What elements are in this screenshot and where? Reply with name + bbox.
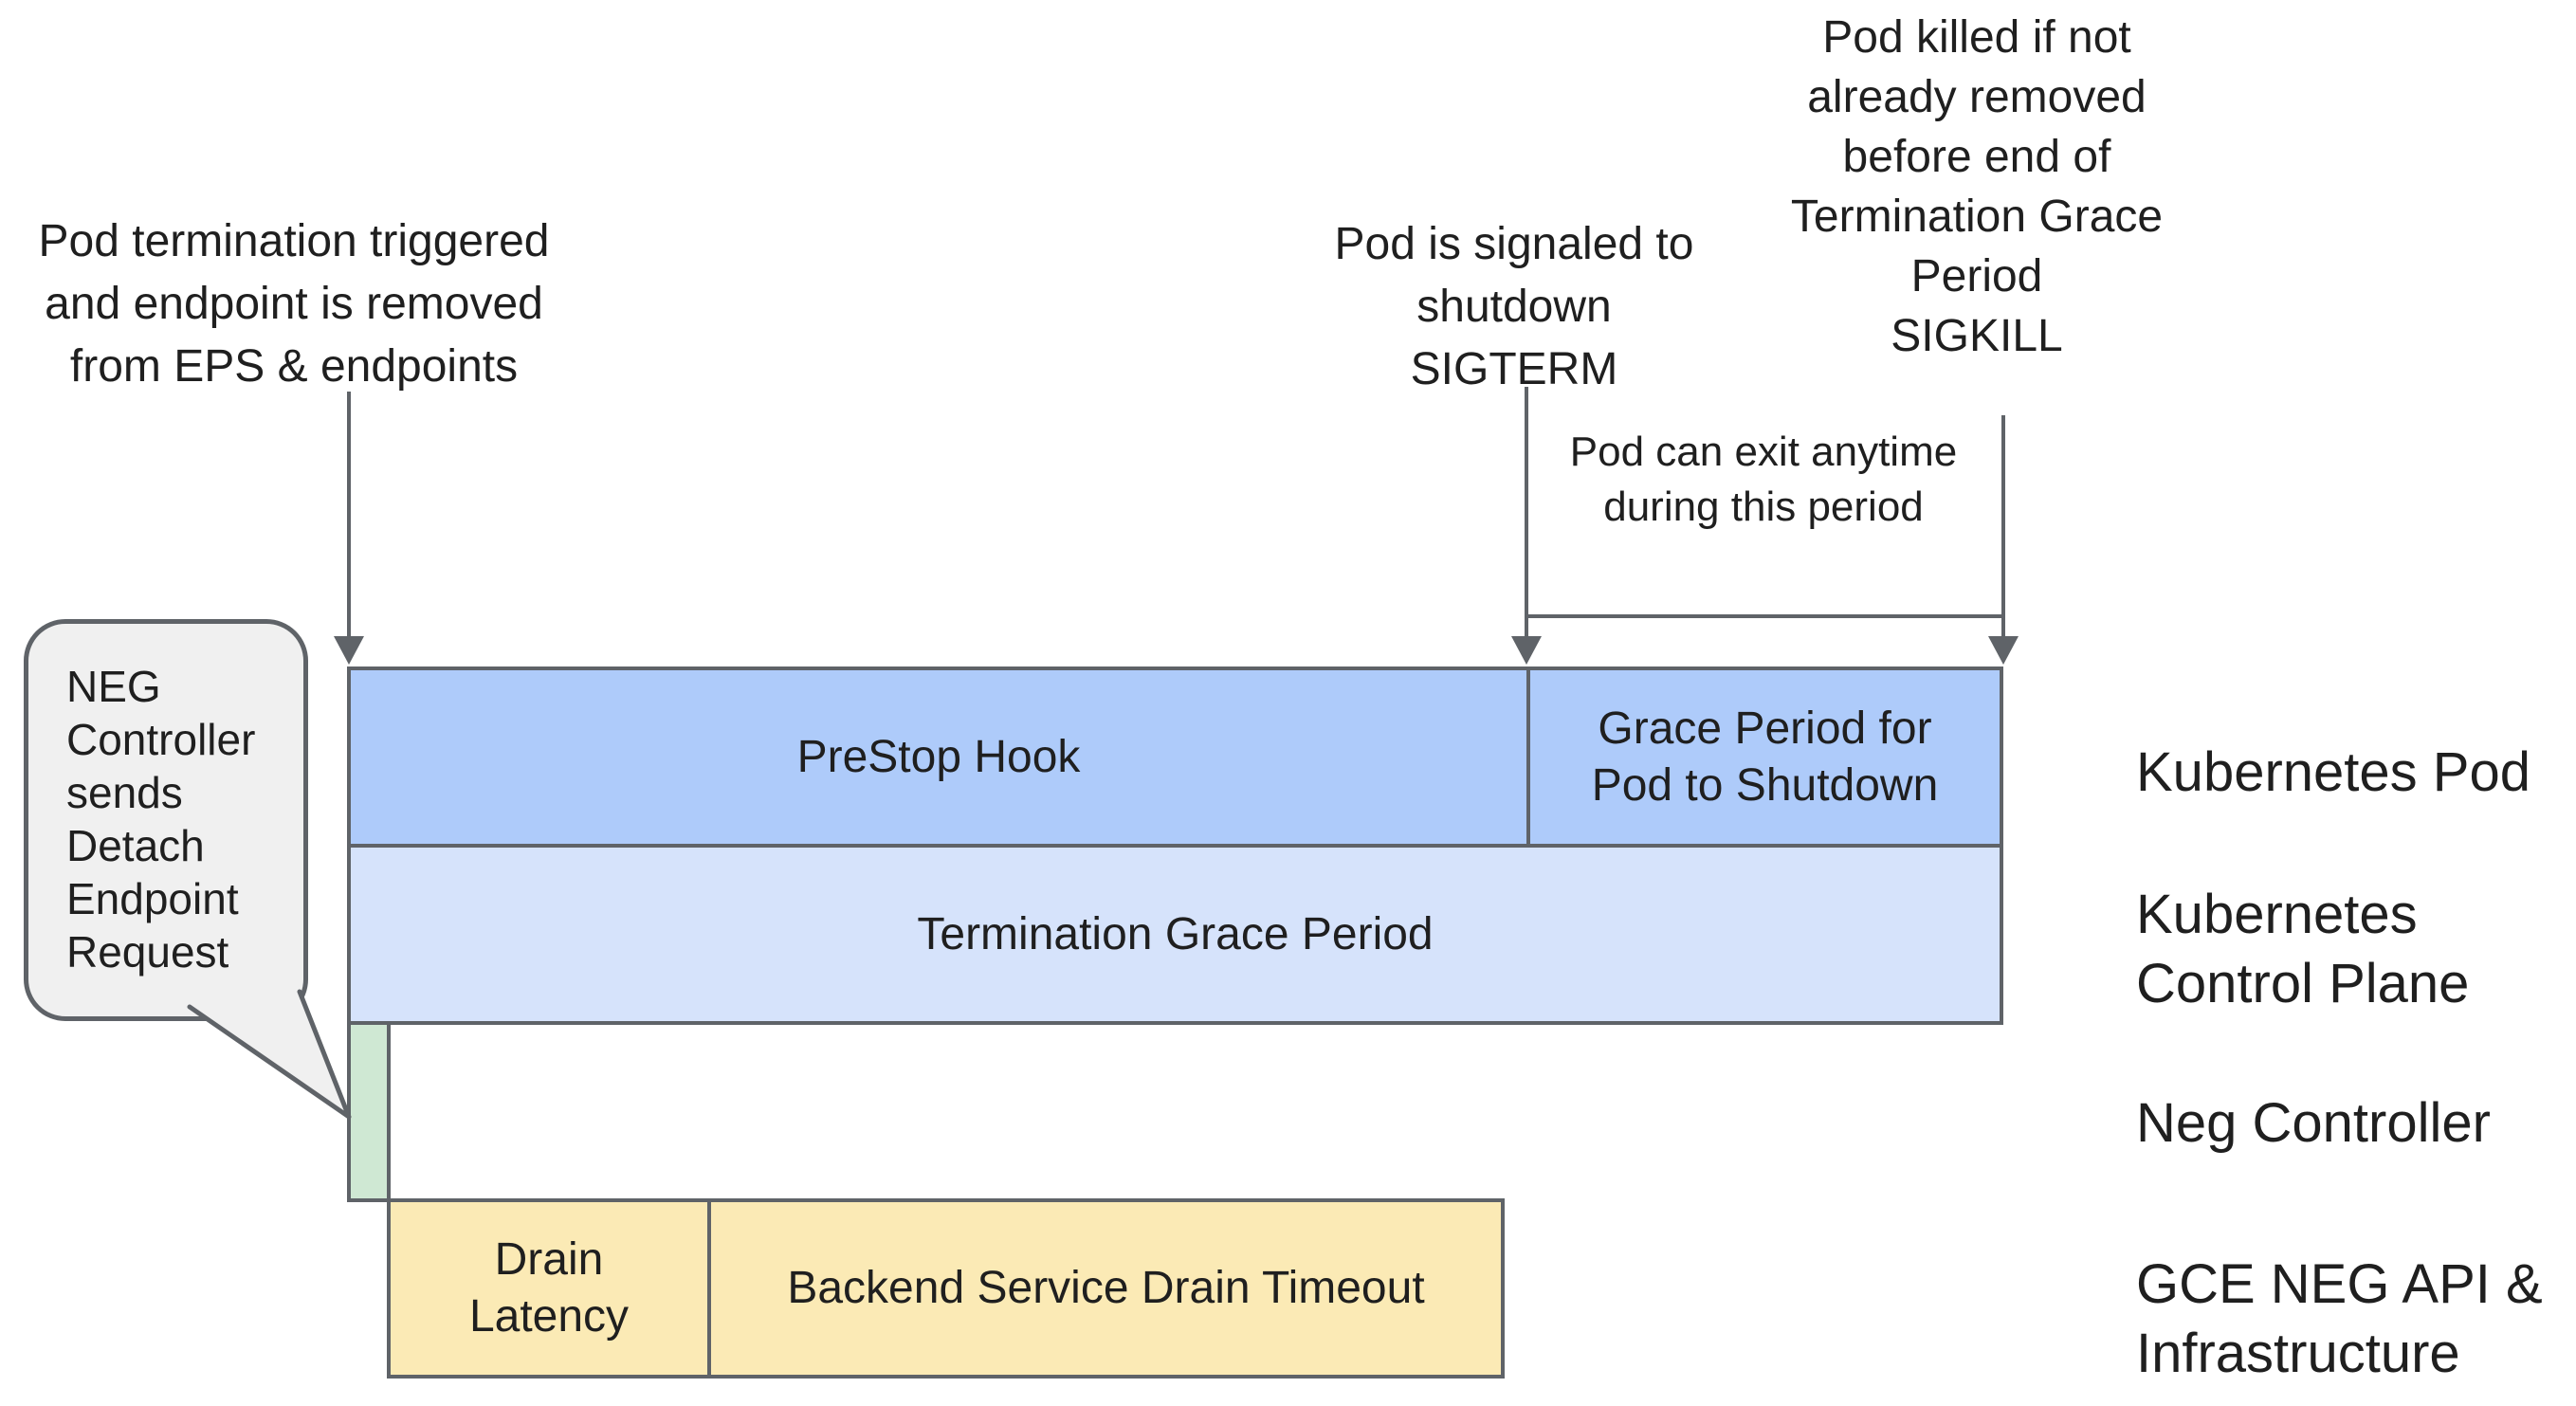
- bar-termination-grace-period: Termination Grace Period: [347, 844, 2003, 1025]
- bar-label-line: Pod to Shutdown: [1591, 759, 1939, 811]
- row-label-gce-neg-api: GCE NEG API & Infrastructure: [2136, 1250, 2576, 1388]
- row-label-line: Kubernetes: [2136, 884, 2418, 945]
- callout-text: NEG Controller sends Detach Endpoint Req…: [66, 662, 256, 977]
- arrow-sigkill: [2001, 415, 2005, 640]
- arrow-pod-termination: [347, 392, 351, 640]
- annotation-line: Pod is signaled to: [1334, 219, 1694, 269]
- bar-backend-service-drain-timeout: Backend Service Drain Timeout: [707, 1198, 1505, 1379]
- annotation-line: SIGTERM: [1410, 344, 1618, 394]
- annotation-line: Period: [1910, 251, 2043, 301]
- bar-prestop-hook: PreStop Hook: [347, 666, 1530, 848]
- annotation-line: shutdown: [1416, 282, 1612, 332]
- row-label-line: Neg Controller: [2136, 1092, 2491, 1154]
- bar-label: Grace Period for Pod to Shutdown: [1592, 701, 1939, 814]
- callout-neg-controller: NEG Controller sends Detach Endpoint Req…: [24, 619, 308, 1021]
- arrow-down-icon: [1511, 636, 1542, 665]
- arrow-sigterm: [1525, 387, 1528, 640]
- annotation-sigterm: Pod is signaled to shutdown SIGTERM: [1296, 213, 1732, 401]
- annotation-exit-window: Pod can exit anytime during this period: [1536, 425, 1991, 535]
- annotation-line: before end of: [1842, 132, 2111, 182]
- bar-drain-latency: Drain Latency: [387, 1198, 711, 1379]
- arrow-down-icon: [334, 636, 364, 665]
- row-label-line: Control Plane: [2136, 953, 2470, 1014]
- bar-label: Backend Service Drain Timeout: [787, 1263, 1425, 1313]
- annotation-line: during this period: [1603, 484, 1924, 530]
- bar-label: PreStop Hook: [796, 731, 1081, 782]
- annotation-line: Pod killed if not: [1822, 12, 2131, 63]
- bar-label: Drain Latency: [469, 1232, 629, 1345]
- row-label-line: Kubernetes Pod: [2136, 741, 2530, 803]
- row-label-line: GCE NEG API &: [2136, 1253, 2543, 1315]
- bar-grace-period-shutdown: Grace Period for Pod to Shutdown: [1526, 666, 2003, 848]
- annotation-line: from EPS & endpoints: [69, 341, 519, 392]
- row-label-line: Infrastructure: [2136, 1323, 2460, 1384]
- bar-label-line: Latency: [468, 1291, 630, 1342]
- row-label-kubernetes-pod: Kubernetes Pod: [2136, 738, 2576, 807]
- annotation-line: Termination Grace: [1790, 192, 2164, 242]
- bar-neg-detach: [347, 1021, 391, 1202]
- annotation-line: already removed: [1807, 72, 2147, 122]
- annotation-line: and endpoint is removed: [45, 279, 543, 329]
- annotation-line: SIGKILL: [1891, 311, 2063, 361]
- bar-label-line: Drain: [494, 1234, 604, 1285]
- bar-label: Termination Grace Period: [917, 908, 1434, 959]
- arrow-down-icon: [1988, 636, 2019, 665]
- row-label-kubernetes-control-plane: Kubernetes Control Plane: [2136, 880, 2576, 1018]
- row-label-neg-controller: Neg Controller: [2136, 1088, 2576, 1158]
- annotation-line: Pod can exit anytime: [1569, 429, 1958, 475]
- annotation-line: Pod termination triggered: [38, 216, 550, 266]
- annotation-sigkill: Pod killed if not already removed before…: [1740, 8, 2214, 366]
- annotation-pod-termination: Pod termination triggered and endpoint i…: [9, 210, 578, 398]
- exit-window-bracket-line: [1526, 614, 2003, 618]
- bar-label-line: Grace Period for: [1598, 703, 1932, 754]
